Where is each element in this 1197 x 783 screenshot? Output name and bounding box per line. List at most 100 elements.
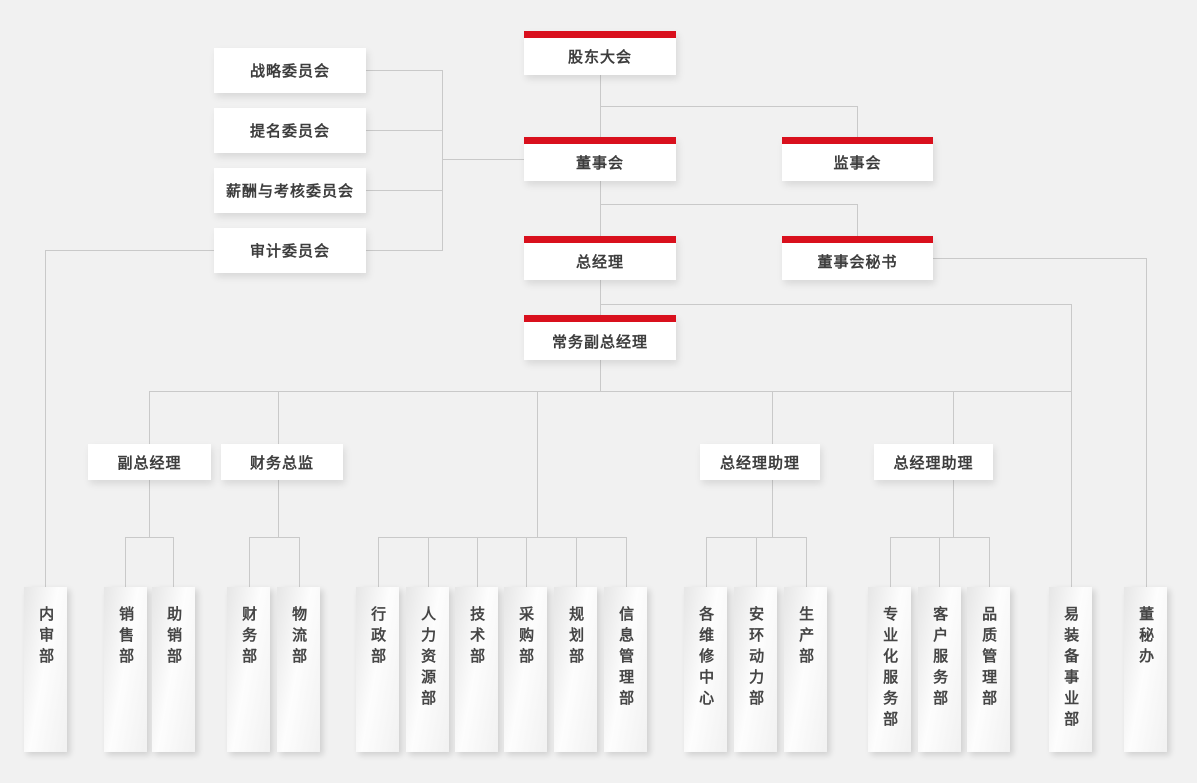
connector-line bbox=[857, 204, 858, 236]
connector-line bbox=[428, 537, 429, 587]
connector-line bbox=[149, 480, 150, 537]
node-label: 物流部 bbox=[290, 606, 308, 669]
connector-line bbox=[537, 391, 538, 537]
connector-line bbox=[378, 537, 626, 538]
connector-line bbox=[600, 304, 1071, 305]
node-finance-director: 财务总监 bbox=[221, 444, 343, 480]
connector-line bbox=[1146, 258, 1147, 587]
connector-line bbox=[366, 190, 443, 191]
node-label: 副总经理 bbox=[117, 454, 182, 472]
connector-line bbox=[939, 537, 940, 587]
connector-line bbox=[600, 204, 858, 205]
node-dept-production: 生产部 bbox=[784, 587, 827, 752]
node-label: 战略委员会 bbox=[249, 63, 330, 80]
node-dept-logistics: 物流部 bbox=[277, 587, 320, 752]
node-general-manager: 总经理 bbox=[524, 236, 676, 280]
node-gm-assistant-2: 总经理助理 bbox=[874, 444, 993, 480]
connector-line bbox=[890, 537, 891, 587]
node-label: 安环动力部 bbox=[747, 606, 765, 711]
connector-line bbox=[442, 70, 443, 251]
node-dept-finance: 财务部 bbox=[227, 587, 270, 752]
node-label: 客户服务部 bbox=[931, 606, 949, 711]
node-dept-human-resources: 人力资源部 bbox=[406, 587, 449, 752]
connector-line bbox=[278, 391, 279, 444]
connector-line bbox=[378, 537, 379, 587]
connector-line bbox=[366, 70, 443, 71]
connector-line bbox=[932, 258, 1146, 259]
connector-line bbox=[772, 391, 773, 444]
node-dept-planning: 规划部 bbox=[554, 587, 597, 752]
connector-line bbox=[600, 360, 601, 391]
node-label: 审计委员会 bbox=[249, 243, 330, 260]
connector-line bbox=[442, 159, 524, 160]
node-supervisory-board: 监事会 bbox=[782, 137, 933, 181]
connector-line bbox=[626, 537, 627, 587]
node-label: 采购部 bbox=[517, 606, 535, 669]
node-label: 易装备事业部 bbox=[1062, 606, 1080, 732]
connector-line bbox=[576, 537, 577, 587]
node-board-secretary: 董事会秘书 bbox=[782, 236, 933, 280]
connector-line bbox=[600, 106, 858, 107]
node-label: 品质管理部 bbox=[980, 606, 998, 711]
node-label: 助销部 bbox=[165, 606, 183, 669]
connector-line bbox=[477, 537, 478, 587]
node-dept-sales: 销售部 bbox=[104, 587, 147, 752]
connector-line bbox=[806, 537, 807, 587]
node-label: 行政部 bbox=[369, 606, 387, 669]
node-label: 信息管理部 bbox=[617, 606, 635, 711]
node-label: 总经理助理 bbox=[893, 454, 974, 472]
connector-line bbox=[173, 537, 174, 587]
node-executive-deputy-gm: 常务副总经理 bbox=[524, 315, 676, 360]
node-dept-administration: 行政部 bbox=[356, 587, 399, 752]
connector-line bbox=[989, 537, 990, 587]
connector-line bbox=[953, 480, 954, 537]
node-label: 董事会 bbox=[575, 155, 624, 172]
connector-line bbox=[953, 391, 954, 444]
node-label: 规划部 bbox=[567, 606, 585, 669]
node-label: 董秘办 bbox=[1137, 606, 1155, 669]
node-gm-assistant-1: 总经理助理 bbox=[700, 444, 820, 480]
node-label: 生产部 bbox=[797, 606, 815, 669]
node-dept-internal-audit: 内审部 bbox=[24, 587, 67, 752]
node-dept-procurement: 采购部 bbox=[504, 587, 547, 752]
connector-line bbox=[600, 181, 601, 236]
connector-line bbox=[45, 250, 46, 587]
connector-line bbox=[45, 250, 215, 251]
connector-line bbox=[600, 280, 601, 315]
node-dept-sales-support: 助销部 bbox=[152, 587, 195, 752]
connector-line bbox=[249, 537, 250, 587]
node-label: 薪酬与考核委员会 bbox=[225, 183, 354, 200]
node-label: 监事会 bbox=[833, 155, 882, 172]
node-dept-information-management: 信息管理部 bbox=[604, 587, 647, 752]
connector-line bbox=[366, 250, 443, 251]
node-label: 人力资源部 bbox=[419, 606, 437, 711]
node-deputy-gm: 副总经理 bbox=[88, 444, 211, 480]
node-dept-quality-management: 品质管理部 bbox=[967, 587, 1010, 752]
node-label: 提名委员会 bbox=[249, 123, 330, 140]
node-label: 董事会秘书 bbox=[817, 254, 898, 271]
node-compensation-assessment-committee: 薪酬与考核委员会 bbox=[214, 168, 366, 213]
node-board-of-directors: 董事会 bbox=[524, 137, 676, 181]
node-label: 常务副总经理 bbox=[551, 333, 648, 351]
node-dept-yi-equipment-division: 易装备事业部 bbox=[1049, 587, 1092, 752]
node-audit-committee: 审计委员会 bbox=[214, 228, 366, 273]
connector-line bbox=[125, 537, 126, 587]
node-label: 总经理 bbox=[575, 254, 624, 271]
connector-line bbox=[149, 391, 1071, 392]
node-nomination-committee: 提名委员会 bbox=[214, 108, 366, 153]
node-dept-customer-service: 客户服务部 bbox=[918, 587, 961, 752]
node-strategy-committee: 战略委员会 bbox=[214, 48, 366, 93]
node-dept-specialized-services: 专业化服务部 bbox=[868, 587, 911, 752]
connector-line bbox=[1071, 304, 1072, 587]
node-label: 总经理助理 bbox=[719, 454, 800, 472]
node-label: 内审部 bbox=[37, 606, 55, 669]
connector-line bbox=[526, 537, 527, 587]
node-label: 技术部 bbox=[468, 606, 486, 669]
connector-line bbox=[299, 537, 300, 587]
connector-line bbox=[278, 480, 279, 537]
node-label: 专业化服务部 bbox=[881, 606, 899, 732]
connector-line bbox=[756, 537, 757, 587]
node-label: 各维修中心 bbox=[697, 606, 715, 711]
connector-line bbox=[772, 480, 773, 537]
